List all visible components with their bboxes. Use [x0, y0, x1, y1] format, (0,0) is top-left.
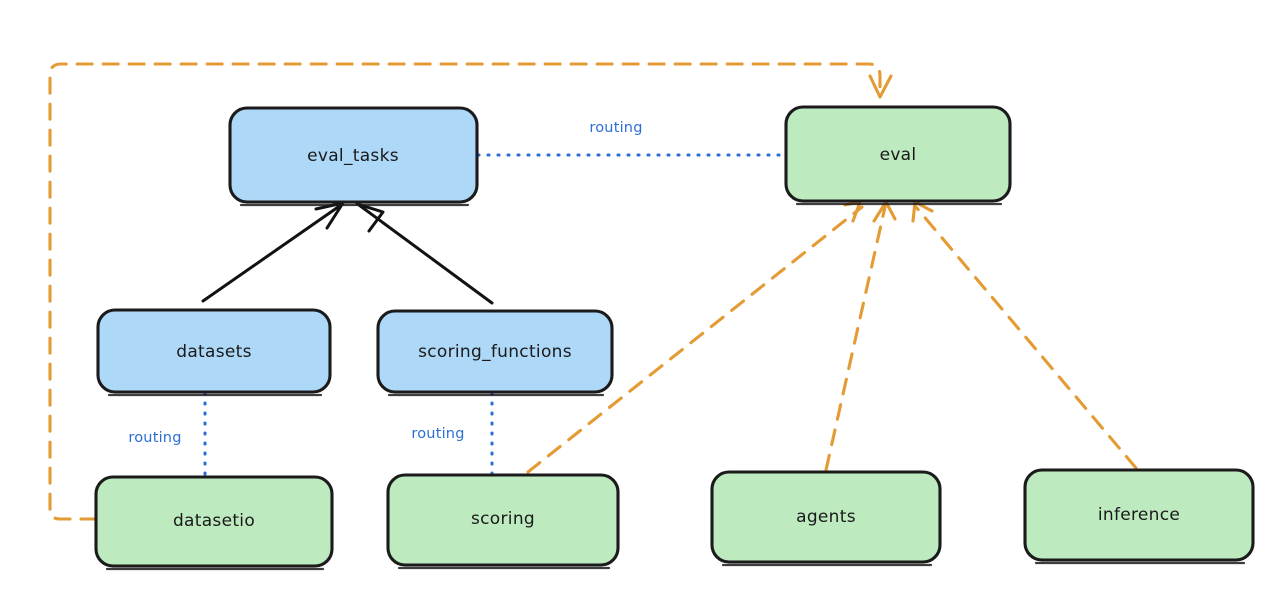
- node-scoring-label: scoring: [471, 509, 535, 529]
- edge-datasetio-to-eval: [48, 62, 893, 521]
- edge-label-routing-eval-tasks: routing: [589, 120, 642, 136]
- node-agents-box: [710, 470, 942, 564]
- edge-path-inference-eval: [914, 205, 1138, 470]
- node-inference[interactable]: inference: [1023, 468, 1255, 565]
- node-datasetio[interactable]: datasetio: [94, 475, 334, 571]
- node-scoring-functions-label: scoring_functions: [418, 342, 572, 362]
- edge-scoring-functions-to-eval-tasks: [355, 202, 494, 305]
- node-scoring[interactable]: scoring: [386, 473, 620, 570]
- edge-inference-to-eval: [911, 200, 1138, 470]
- node-agents-label: agents: [796, 507, 856, 527]
- edge-path-scoring-eval: [526, 205, 864, 474]
- edge-datasets-to-eval-tasks: [201, 201, 345, 303]
- node-scoring-box: [386, 473, 620, 567]
- edge-label-routing-scoring-functions: routing: [411, 426, 464, 442]
- node-datasets-box: [96, 308, 332, 394]
- edge-path-datasets-eval-tasks: [201, 203, 343, 303]
- node-inference-box: [1023, 468, 1255, 562]
- arrow-head-datasetio-eval: [868, 74, 893, 99]
- edge-path-datasetio-eval: [48, 62, 882, 521]
- arrow-head-datasets-eval-tasks: [314, 201, 345, 230]
- edge-path-agents-eval: [824, 205, 887, 472]
- node-datasetio-label: datasetio: [173, 511, 255, 531]
- node-eval-label: eval: [880, 145, 917, 165]
- edge-agents-to-eval: [824, 200, 897, 472]
- node-eval-tasks-label: eval_tasks: [307, 146, 399, 166]
- node-datasetio-box: [94, 475, 334, 568]
- node-datasets-label: datasets: [176, 342, 252, 362]
- arrow-head-scoring-functions-eval-tasks: [355, 202, 385, 233]
- node-eval-box: [784, 105, 1012, 203]
- node-eval-tasks[interactable]: eval_tasks: [228, 106, 479, 207]
- node-scoring-functions[interactable]: scoring_functions: [376, 309, 614, 397]
- node-datasets[interactable]: datasets: [96, 308, 332, 397]
- node-eval[interactable]: eval: [784, 105, 1012, 206]
- node-scoring-functions-box: [376, 309, 614, 394]
- node-eval-tasks-box: [228, 106, 479, 204]
- node-agents[interactable]: agents: [710, 470, 942, 567]
- node-inference-label: inference: [1098, 505, 1180, 525]
- edge-path-scoring-functions-eval-tasks: [357, 203, 494, 305]
- edge-label-routing-datasets: routing: [128, 430, 181, 446]
